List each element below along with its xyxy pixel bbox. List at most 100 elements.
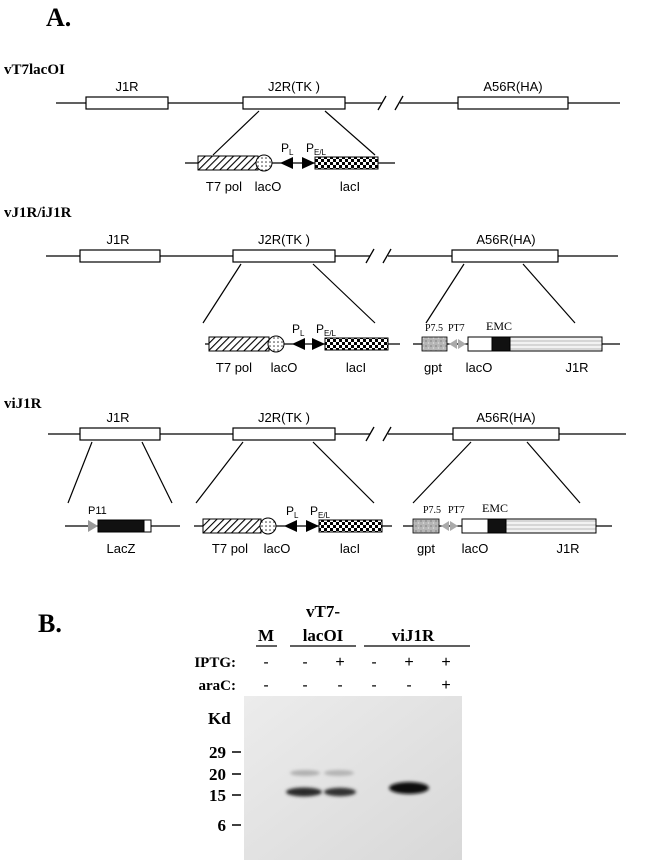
t7pol-box bbox=[197, 155, 259, 171]
gene-box-a56r bbox=[451, 249, 559, 263]
promoter-arrow bbox=[306, 520, 319, 532]
construct-name: vT7lacOI bbox=[4, 62, 65, 78]
insert-label: T7 pol bbox=[212, 541, 248, 556]
expansion-line bbox=[195, 441, 244, 504]
break-mark bbox=[394, 95, 404, 111]
gene-label: A56R(HA) bbox=[483, 79, 542, 94]
t7pol-box bbox=[208, 336, 270, 352]
arac-row: araC: - - - - - + bbox=[199, 677, 451, 694]
insert-label: J1R bbox=[556, 541, 579, 556]
construct-vt7lacoi: vT7lacOI J1R J2R(TK ) A56R(HA) P L P E/L… bbox=[4, 62, 620, 194]
gene-box-j1r bbox=[79, 427, 161, 441]
lacz-box bbox=[97, 519, 145, 533]
size-markers: Kd 29 20 15 6 bbox=[208, 709, 241, 835]
laco-box bbox=[461, 518, 489, 534]
ha-insert: P7.5 PT7 EMC gpt lacO J1R bbox=[413, 319, 620, 375]
insert-top-label: EMC bbox=[486, 319, 512, 333]
row-value: - bbox=[371, 677, 376, 694]
expansion-line bbox=[212, 110, 260, 156]
promoter-label: P bbox=[286, 504, 294, 518]
promoter-sub: L bbox=[289, 148, 294, 157]
gene-label: J1R bbox=[106, 232, 129, 247]
row-value: - bbox=[263, 677, 268, 694]
promoter-arrow bbox=[312, 338, 325, 350]
insert-top-label: P7.5 bbox=[425, 323, 443, 334]
insert-label: gpt bbox=[424, 360, 442, 375]
insert-label: T7 pol bbox=[216, 360, 252, 375]
insert-label: lacI bbox=[340, 179, 360, 194]
laco-box bbox=[467, 336, 493, 352]
blot-membrane bbox=[244, 696, 462, 860]
row-value: - bbox=[302, 654, 307, 671]
expansion-line bbox=[412, 441, 472, 504]
promoter-sub: L bbox=[294, 511, 299, 520]
promoter-arrow bbox=[449, 339, 457, 349]
row-value: + bbox=[441, 654, 450, 671]
gene-label: A56R(HA) bbox=[476, 410, 535, 425]
lane-group-vt7: vT7- bbox=[306, 602, 340, 621]
insert-top-label: PT7 bbox=[448, 505, 465, 516]
gene-box-j2r bbox=[232, 249, 336, 263]
insert-label: lacO bbox=[271, 360, 298, 375]
promoter-arrow bbox=[458, 339, 466, 349]
kd-label: Kd bbox=[208, 709, 231, 728]
j1r-box bbox=[509, 336, 603, 352]
lane-group-lacoi: lacOI bbox=[303, 626, 344, 645]
promoter-label: P bbox=[310, 504, 318, 518]
promoter-label: P bbox=[292, 322, 300, 336]
row-value: + bbox=[441, 677, 450, 694]
promoter-label: P bbox=[281, 141, 289, 155]
insert-top-label: PT7 bbox=[448, 323, 465, 334]
insert-label: T7 pol bbox=[206, 179, 242, 194]
insert-label: lacO bbox=[466, 360, 493, 375]
gene-label: J1R bbox=[115, 79, 138, 94]
promoter-arrow bbox=[302, 157, 315, 169]
row-value: - bbox=[406, 677, 411, 694]
gene-box-j1r bbox=[85, 96, 169, 110]
row-value: - bbox=[337, 677, 342, 694]
promoter-arrow bbox=[441, 521, 449, 531]
insert-label: gpt bbox=[417, 541, 435, 556]
tk-insert: P L P E/L T7 pol lacO lacI bbox=[185, 141, 395, 194]
marker-label: 20 bbox=[209, 765, 226, 784]
insert-label: J1R bbox=[565, 360, 588, 375]
insert-label: LacZ bbox=[107, 541, 136, 556]
band-20kd bbox=[290, 770, 320, 776]
break-mark bbox=[365, 426, 375, 442]
insert-label: lacI bbox=[346, 360, 366, 375]
band-20kd bbox=[324, 770, 354, 776]
gene-box-a56r bbox=[457, 96, 569, 110]
break-mark bbox=[377, 95, 387, 111]
lacz-insert: P11 LacZ bbox=[65, 505, 180, 556]
break-mark bbox=[382, 426, 392, 442]
expansion-line bbox=[425, 263, 465, 324]
promoter-arrow bbox=[450, 521, 458, 531]
insert-top-label: P7.5 bbox=[423, 505, 441, 516]
expansion-line bbox=[67, 441, 93, 504]
insert-top-label: EMC bbox=[482, 501, 508, 515]
construct-vij1r: viJ1R J1R J2R(TK ) A56R(HA) P11 LacZ bbox=[4, 396, 626, 556]
row-value: + bbox=[404, 654, 413, 671]
insert-label: lacI bbox=[340, 541, 360, 556]
laci-box bbox=[324, 337, 389, 351]
promoter-arrow bbox=[284, 520, 297, 532]
expansion-line bbox=[324, 110, 376, 156]
p11-arrow bbox=[88, 520, 98, 532]
gene-box-j2r bbox=[232, 427, 336, 441]
gene-box-j2r bbox=[242, 96, 346, 110]
construct-name: vJ1R/iJ1R bbox=[4, 205, 72, 221]
marker-label: 15 bbox=[209, 786, 226, 805]
construct-name: viJ1R bbox=[4, 396, 42, 412]
laco-circle bbox=[267, 335, 285, 353]
gene-label: J2R(TK ) bbox=[268, 79, 320, 94]
lane-group-m: M bbox=[258, 626, 274, 645]
marker-label: 29 bbox=[209, 743, 226, 762]
gpt-box bbox=[421, 336, 448, 352]
tk-insert: P L P E/L T7 pol lacO lacI bbox=[194, 504, 392, 556]
laci-box bbox=[318, 519, 383, 533]
panel-a-label: A. bbox=[46, 3, 71, 32]
laco-circle bbox=[259, 517, 277, 535]
promoter-label: P bbox=[306, 141, 314, 155]
gene-box-a56r bbox=[452, 427, 560, 441]
